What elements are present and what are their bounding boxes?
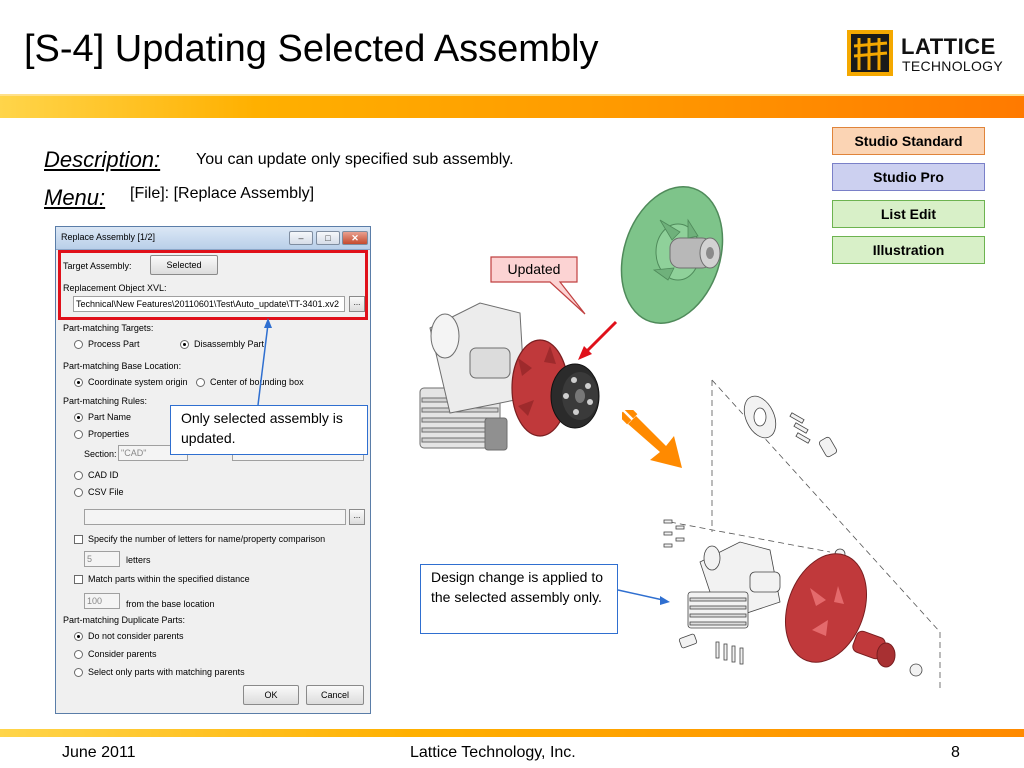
target-assembly-selected-button[interactable]: Selected [150, 255, 218, 275]
csv-path-field[interactable] [84, 509, 346, 525]
red-arrow-updated [582, 320, 618, 356]
arrow-head-icon [264, 318, 272, 328]
radio-process-part[interactable] [74, 340, 83, 349]
menu-text: [File]: [Replace Assembly] [130, 185, 315, 202]
footer-company: Lattice Technology, Inc. [410, 744, 576, 761]
specify-letters-label: Specify the number of letters for name/p… [88, 534, 326, 544]
replace-assembly-dialog: Replace Assembly [1/2] – □ ✕ Target Asse… [55, 226, 371, 714]
bounding-box-center-label: Center of bounding box [210, 377, 304, 387]
radio-csv-file[interactable] [74, 488, 83, 497]
radio-cad-id[interactable] [74, 471, 83, 480]
ok-button[interactable]: OK [243, 685, 299, 705]
match-distance-label: Match parts within the specified distanc… [88, 574, 250, 584]
description-text: You can update only specified sub assemb… [196, 151, 514, 168]
dialog-title: Replace Assembly [1/2] [61, 232, 156, 242]
target-assembly-label: Target Assembly: [63, 261, 132, 271]
consider-parents-label: Consider parents [88, 649, 157, 659]
arrow-head-icon [660, 596, 670, 605]
radio-consider-parents[interactable] [74, 650, 83, 659]
replacement-path-field[interactable]: Technical\New Features\20110601\Test\Aut… [73, 296, 345, 312]
distance-unit: from the base location [126, 599, 215, 609]
new-disc-part-image [620, 186, 724, 324]
minimize-button[interactable]: – [289, 231, 313, 245]
logo-subword: TECHNOLOGY [902, 58, 1004, 74]
radio-disassembly-part[interactable] [180, 340, 189, 349]
letters-field[interactable]: 5 [84, 551, 120, 567]
base-location-group-label: Part-matching Base Location: [63, 361, 182, 371]
exploded-assembly-image [663, 379, 941, 692]
no-parents-label: Do not consider parents [88, 631, 184, 641]
targets-group-label: Part-matching Targets: [63, 323, 154, 333]
csv-file-label: CSV File [88, 487, 124, 497]
edition-illustration: Illustration [832, 236, 985, 264]
radio-bounding-box-center[interactable] [196, 378, 205, 387]
edition-studio-standard: Studio Standard [832, 127, 985, 155]
engine-assembly-image [419, 302, 600, 451]
updated-label: Updated [507, 261, 561, 277]
part-name-label: Part Name [88, 412, 132, 422]
orange-down-arrow-icon [622, 410, 682, 468]
letters-unit: letters [126, 555, 151, 565]
csv-browse-button[interactable]: ... [349, 509, 365, 525]
updated-callout: Updated [490, 256, 610, 316]
logo-word: LATTICE [901, 34, 996, 59]
cancel-button[interactable]: Cancel [306, 685, 364, 705]
header-divider-bar [0, 94, 1024, 118]
section-label: Section: [84, 449, 117, 459]
radio-coordinate-origin[interactable] [74, 378, 83, 387]
rules-group-label: Part-matching Rules: [63, 396, 148, 406]
lattice-logo-icon [847, 30, 893, 76]
slide-title: [S-4] Updating Selected Assembly [24, 28, 599, 70]
duplicates-group-label: Part-matching Duplicate Parts: [63, 615, 186, 625]
matching-parents-label: Select only parts with matching parents [88, 667, 245, 677]
checkbox-specify-letters[interactable] [74, 535, 83, 544]
highlight-target-box [58, 250, 368, 320]
coordinate-origin-label: Coordinate system origin [88, 377, 188, 387]
radio-properties[interactable] [74, 430, 83, 439]
maximize-button[interactable]: □ [316, 231, 340, 245]
arrow-to-highlight [257, 323, 269, 406]
replacement-object-label: Replacement Object XVL: [63, 283, 167, 293]
description-label: Description: [44, 147, 161, 172]
browse-button[interactable]: ... [349, 296, 365, 312]
design-change-callout: Design change is applied to the selected… [420, 564, 618, 634]
only-selected-callout: Only selected assembly is updated. [170, 405, 368, 455]
menu-label: Menu: [44, 185, 106, 210]
footer-date: June 2011 [62, 744, 136, 761]
footer-page-number: 8 [951, 744, 960, 761]
footer-divider-bar [0, 729, 1024, 737]
lattice-logo: LATTICE TECHNOLOGY [847, 30, 1003, 78]
arrow-to-exploded-view [617, 589, 664, 601]
radio-part-name[interactable] [74, 413, 83, 422]
dialog-titlebar[interactable]: Replace Assembly [1/2] – □ ✕ [56, 227, 370, 250]
edition-list-edit: List Edit [832, 200, 985, 228]
disassembly-part-label: Disassembly Part [194, 339, 265, 349]
cad-id-label: CAD ID [88, 470, 119, 480]
properties-label: Properties [88, 429, 130, 439]
radio-no-parents[interactable] [74, 632, 83, 641]
distance-field[interactable]: 100 [84, 593, 120, 609]
red-arrow-head-icon [578, 346, 592, 360]
edition-studio-pro: Studio Pro [832, 163, 985, 191]
radio-matching-parents[interactable] [74, 668, 83, 677]
process-part-label: Process Part [88, 339, 140, 349]
close-button[interactable]: ✕ [342, 231, 368, 245]
checkbox-match-distance[interactable] [74, 575, 83, 584]
